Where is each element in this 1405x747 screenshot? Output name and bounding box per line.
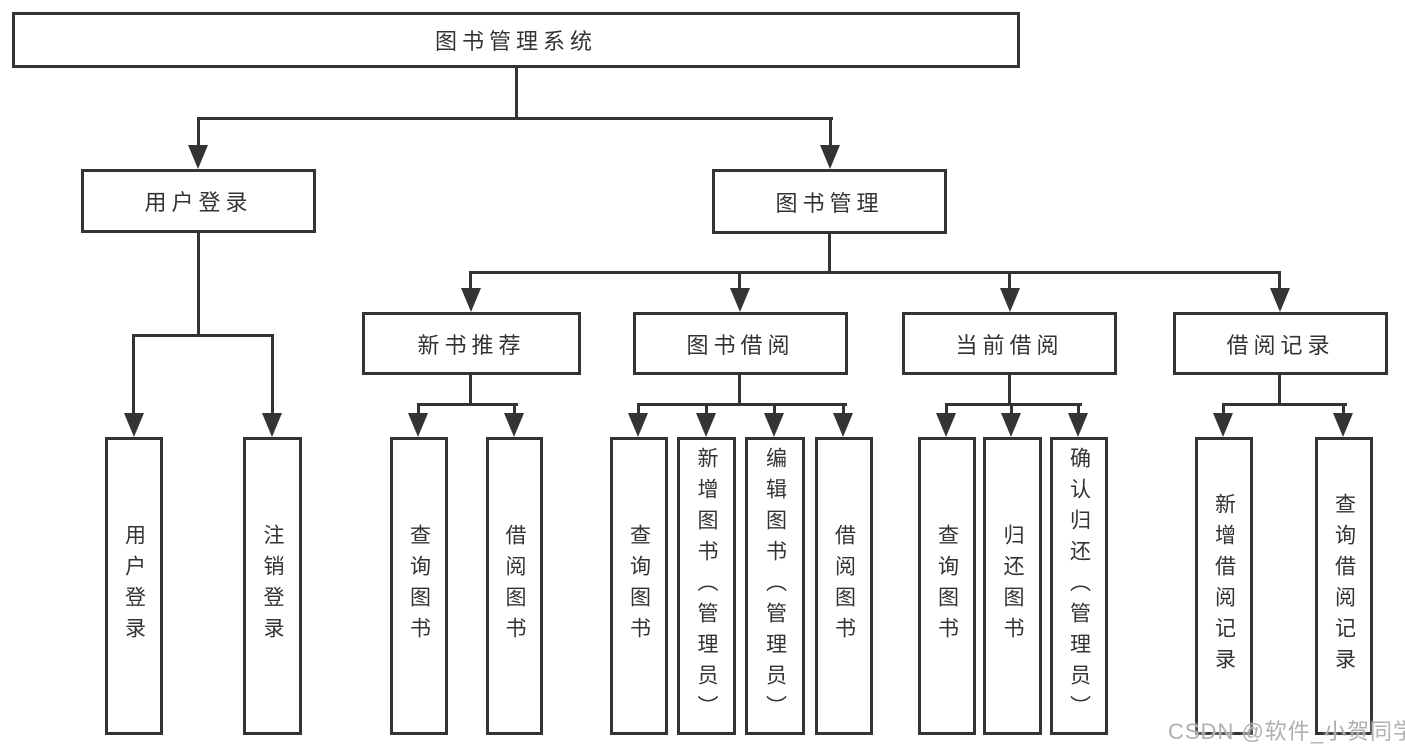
arrow-down-icon	[124, 413, 144, 437]
connector-drop	[1222, 405, 1225, 417]
watermark-text: CSDN @软件_小贺同学	[1168, 719, 1405, 744]
leaf-query-books-borrowing: 查询图书	[610, 437, 668, 735]
arrow-down-icon	[696, 413, 716, 437]
connector-root-stem	[515, 67, 518, 120]
leaf-query-borrow-record-label: 查询借阅记录	[1332, 493, 1356, 679]
arrow-down-icon	[1213, 413, 1233, 437]
node-current-borrowing: 当前借阅	[902, 312, 1117, 375]
arrow-down-icon	[1068, 413, 1088, 437]
connector-sec3-stem	[1278, 374, 1281, 405]
leaf-user-login-label: 用户登录	[122, 524, 146, 648]
connector-drop	[1077, 405, 1080, 417]
node-library-system-label: 图书管理系统	[434, 29, 597, 54]
leaf-query-books-current: 查询图书	[918, 437, 976, 735]
leaf-return-books: 归还图书	[983, 437, 1042, 735]
leaf-confirm-return-admin: 确认归还（管理员）	[1050, 437, 1108, 735]
leaf-add-book-admin-label: 新增图书（管理员）	[695, 446, 719, 726]
leaf-edit-book-admin: 编辑图书（管理员）	[745, 437, 805, 735]
connector-sec2-bar	[945, 403, 1082, 406]
connector-drop	[829, 119, 832, 147]
arrow-down-icon	[936, 413, 956, 437]
node-book-management: 图书管理	[712, 169, 947, 234]
node-book-management-label: 图书管理	[775, 190, 884, 216]
leaf-query-books-current-label: 查询图书	[935, 524, 959, 648]
node-current-borrowing-label: 当前借阅	[955, 332, 1064, 358]
connector-drop	[469, 273, 472, 291]
connector-drop	[1008, 273, 1011, 291]
connector-drop	[637, 405, 640, 417]
connector-drop	[271, 336, 274, 415]
leaf-query-books-borrowing-label: 查询图书	[627, 524, 651, 648]
leaf-query-books-recommend-label: 查询图书	[407, 524, 431, 648]
arrow-down-icon	[188, 145, 208, 169]
connector-drop	[738, 273, 741, 291]
arrow-down-icon	[1001, 413, 1021, 437]
leaf-logout: 注销登录	[243, 437, 302, 735]
connector-sec1-stem	[738, 374, 741, 405]
node-new-book-recommend-label: 新书推荐	[417, 332, 526, 358]
connector-drop	[417, 405, 420, 417]
connector-drop	[773, 405, 776, 417]
node-borrowing-records-label: 借阅记录	[1226, 332, 1335, 358]
leaf-borrow-books-borrowing: 借阅图书	[815, 437, 873, 735]
connector-drop	[945, 405, 948, 417]
connector-sec3-bar	[1222, 403, 1347, 406]
leaf-edit-book-admin-label: 编辑图书（管理员）	[763, 446, 787, 726]
arrow-down-icon	[820, 145, 840, 169]
arrow-down-icon	[262, 413, 282, 437]
node-user-login-label: 用户登录	[144, 190, 253, 215]
connector-drop	[842, 405, 845, 417]
leaf-borrow-books-recommend: 借阅图书	[486, 437, 543, 735]
leaf-borrow-books-recommend-label: 借阅图书	[503, 524, 527, 648]
arrow-down-icon	[764, 413, 784, 437]
node-borrowing-records: 借阅记录	[1173, 312, 1388, 375]
connector-drop	[1010, 405, 1013, 417]
arrow-down-icon	[461, 288, 481, 312]
connector-drop	[705, 405, 708, 417]
connector-sec0-bar	[417, 403, 518, 406]
arrow-down-icon	[1333, 413, 1353, 437]
leaf-query-books-recommend: 查询图书	[390, 437, 448, 735]
leaf-user-login: 用户登录	[105, 437, 163, 735]
leaf-query-borrow-record: 查询借阅记录	[1315, 437, 1373, 735]
leaf-add-borrow-record-label: 新增借阅记录	[1212, 493, 1236, 679]
node-library-system: 图书管理系统	[12, 12, 1020, 68]
connector-sec1-bar	[637, 403, 847, 406]
connector-sec0-stem	[469, 374, 472, 405]
connector-drop	[513, 405, 516, 417]
connector-mgmt-stem	[828, 233, 831, 273]
node-user-login: 用户登录	[81, 169, 316, 233]
leaf-add-book-admin: 新增图书（管理员）	[677, 437, 736, 735]
connector-mgmt-bar	[469, 271, 1281, 274]
arrow-down-icon	[408, 413, 428, 437]
arrow-down-icon	[504, 413, 524, 437]
connector-login-bar	[132, 334, 274, 337]
leaf-borrow-books-borrowing-label: 借阅图书	[832, 524, 856, 648]
connector-login-stem	[197, 232, 200, 336]
arrow-down-icon	[833, 413, 853, 437]
arrow-down-icon	[730, 288, 750, 312]
connector-drop	[197, 119, 200, 147]
connector-drop	[132, 336, 135, 415]
node-new-book-recommend: 新书推荐	[362, 312, 581, 375]
arrow-down-icon	[1270, 288, 1290, 312]
connector-root-bar	[197, 117, 833, 120]
leaf-return-books-label: 归还图书	[1001, 524, 1025, 648]
arrow-down-icon	[628, 413, 648, 437]
leaf-confirm-return-admin-label: 确认归还（管理员）	[1067, 446, 1091, 726]
connector-drop	[1278, 273, 1281, 291]
leaf-logout-label: 注销登录	[261, 524, 285, 648]
node-book-borrowing-label: 图书借阅	[686, 332, 795, 358]
node-book-borrowing: 图书借阅	[633, 312, 848, 375]
connector-drop	[1342, 405, 1345, 417]
arrow-down-icon	[1000, 288, 1020, 312]
connector-sec2-stem	[1008, 374, 1011, 405]
leaf-add-borrow-record: 新增借阅记录	[1195, 437, 1253, 735]
